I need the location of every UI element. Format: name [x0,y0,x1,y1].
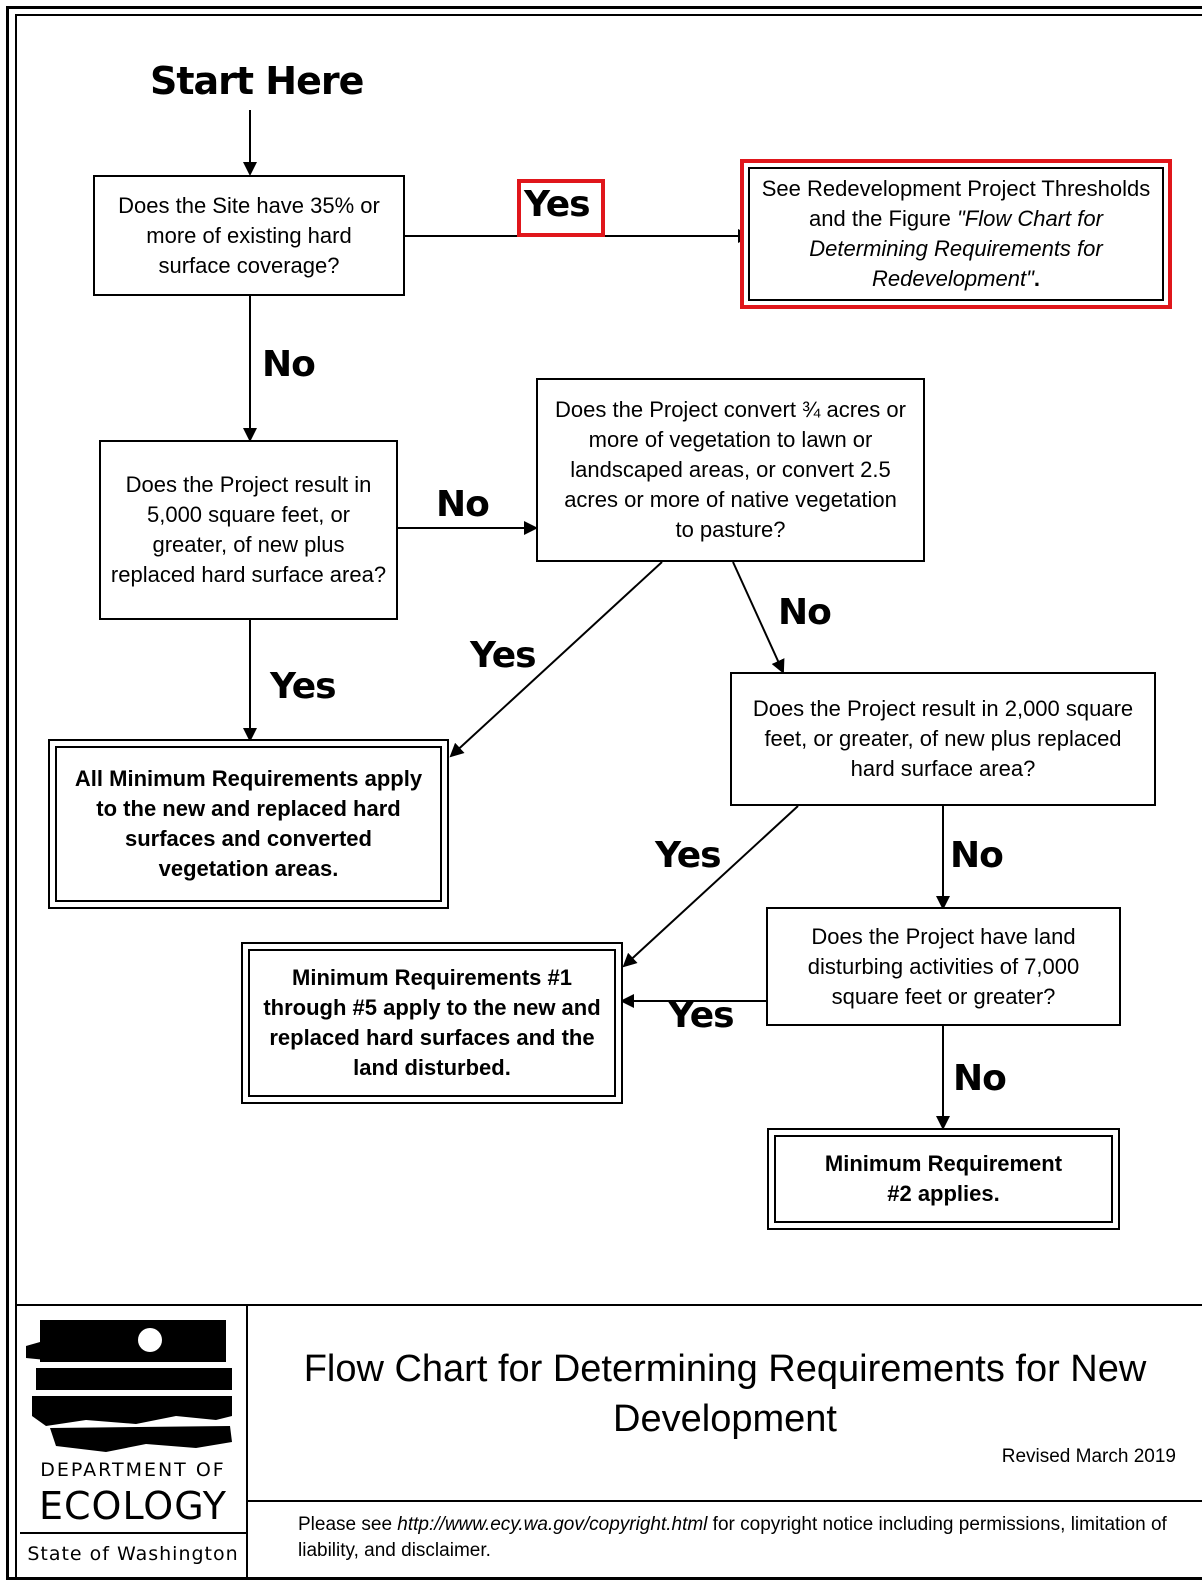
redevelopment-reference-figure-name: "Flow Chart for Determining Requirements… [809,206,1103,291]
question-2000-sqft-text: Does the Project result in 2,000 square … [752,696,1134,781]
logo-department-text: DEPARTMENT OF [40,1459,226,1481]
label-q3-no: No [778,592,832,633]
result-minimum-requirement-2-text: Minimum Requirement #2 applies. [824,1151,1063,1206]
question-existing-hard-surface: Does the Site have 35% or more of existi… [93,175,405,296]
question-5000-sqft: Does the Project result in 5,000 square … [99,440,398,620]
connector-q3-no [732,561,785,674]
logo-ecology-text: ECOLOGY [39,1484,227,1528]
page-frame [6,6,1202,1580]
result-minimum-requirements-1-to-5: Minimum Requirements #1 through #5 apply… [241,942,623,1104]
result-all-minimum-requirements: All Minimum Requirements apply to the ne… [48,739,449,909]
connector-q3-yes [449,561,663,758]
footer: DEPARTMENT OF ECOLOGY State of Washingto… [16,1304,1202,1580]
result-all-minimum-requirements-text: All Minimum Requirements apply to the ne… [74,766,423,881]
footer-title-cell: Flow Chart for Determining Requirements … [248,1306,1202,1502]
result-minimum-requirement-2-inner: Minimum Requirement #2 applies. [774,1135,1113,1223]
logo-state-text: State of Washington [20,1532,246,1566]
result-minimum-requirements-1-to-5-inner: Minimum Requirements #1 through #5 apply… [248,949,616,1097]
label-q5-yes: Yes [668,995,735,1036]
label-q4-yes: Yes [655,835,722,876]
question-vegetation-conversion-text: Does the Project convert ¾ acres or more… [555,397,906,542]
label-q1-yes: Yes [524,184,591,225]
copyright-prefix: Please see [298,1514,398,1535]
label-q2-no: No [436,484,490,525]
chart-title: Flow Chart for Determining Requirements … [303,1348,1147,1440]
redevelopment-reference-prefix: See Redevelopment Project Thresholds and… [761,176,1151,231]
footer-copyright-cell: Please see http://www.ecy.wa.gov/copyrig… [248,1502,1202,1580]
question-land-disturbing-7000-text: Does the Project have land disturbing ac… [807,923,1080,1009]
ecology-logo-icon [26,1316,232,1466]
redevelopment-reference-box: See Redevelopment Project Thresholds and… [740,159,1172,309]
yes-highlight-box [517,179,605,237]
label-q1-no: No [262,344,316,385]
question-existing-hard-surface-text: Does the Site have 35% or more of existi… [118,192,380,278]
question-5000-sqft-text: Does the Project result in 5,000 square … [110,472,387,587]
label-q3-yes: Yes [470,635,537,676]
redevelopment-reference-text: See Redevelopment Project Thresholds and… [758,174,1154,294]
label-q4-no: No [950,835,1004,876]
copyright-link[interactable]: http://www.ecy.wa.gov/copyright.html [397,1514,708,1535]
result-all-minimum-requirements-inner: All Minimum Requirements apply to the ne… [55,746,442,902]
connector-q4-yes [622,805,799,968]
result-minimum-requirement-2: Minimum Requirement #2 applies. [767,1128,1120,1230]
question-2000-sqft: Does the Project result in 2,000 square … [730,672,1156,806]
agency-logo: DEPARTMENT OF ECOLOGY State of Washingto… [16,1306,248,1580]
copyright-suffix: for copyright notice including permissio… [298,1514,1167,1561]
start-here-label: Start Here [150,59,364,103]
copyright-notice: Please see http://www.ecy.wa.gov/copyrig… [298,1512,1178,1564]
result-minimum-requirements-1-to-5-text: Minimum Requirements #1 through #5 apply… [263,965,601,1080]
label-q2-yes: Yes [270,666,337,707]
redevelopment-reference-inner: See Redevelopment Project Thresholds and… [748,167,1164,301]
question-vegetation-conversion: Does the Project convert ¾ acres or more… [536,378,925,562]
label-q5-no: No [953,1058,1007,1099]
redevelopment-reference-suffix: . [1033,266,1041,291]
question-land-disturbing-7000: Does the Project have land disturbing ac… [766,907,1121,1026]
page-inner-frame [15,14,1202,1580]
revised-date: Revised March 2019 [1001,1446,1176,1467]
